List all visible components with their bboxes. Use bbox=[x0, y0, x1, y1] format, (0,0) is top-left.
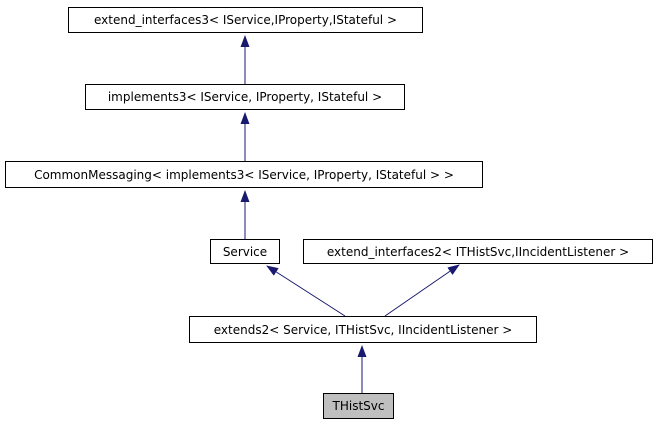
node-extends2[interactable]: extends2< Service, ITHistSvc, IIncidentL… bbox=[189, 316, 537, 343]
node-commonmessaging[interactable]: CommonMessaging< implements3< IService, … bbox=[5, 161, 483, 188]
inheritance-arrow-extends2-to-service bbox=[266, 265, 346, 317]
node-implements3[interactable]: implements3< IService, IProperty, IState… bbox=[85, 84, 405, 110]
node-thistsvc-current: THistSvc bbox=[323, 393, 394, 419]
node-service[interactable]: Service bbox=[210, 239, 280, 264]
inheritance-arrow-extends2-to-extend-interfaces2 bbox=[384, 264, 460, 317]
node-extend-interfaces3[interactable]: extend_interfaces3< IService,IProperty,I… bbox=[68, 7, 423, 33]
node-extend-interfaces2[interactable]: extend_interfaces2< ITHistSvc,IIncidentL… bbox=[303, 239, 653, 264]
